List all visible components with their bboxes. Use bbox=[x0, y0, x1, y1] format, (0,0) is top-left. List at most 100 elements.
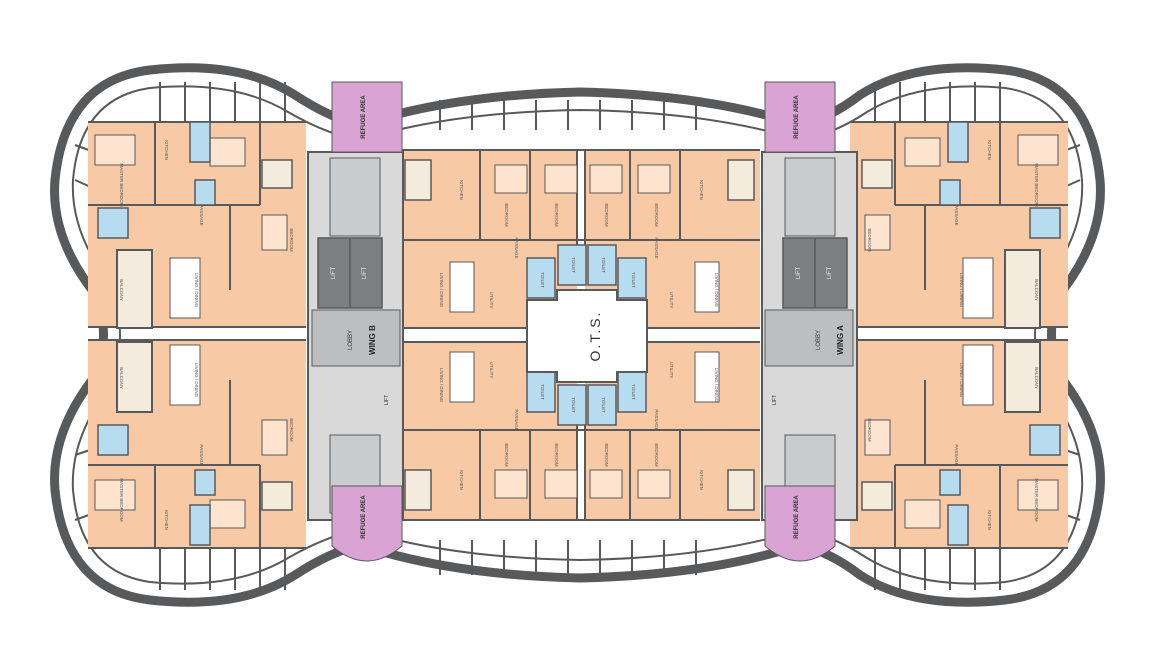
bed bbox=[94, 134, 136, 166]
refuge-area-a-top bbox=[764, 81, 836, 153]
lift-label: LIFT bbox=[384, 395, 390, 405]
lobby bbox=[311, 309, 401, 367]
deck-left-bottom bbox=[116, 341, 153, 413]
room-label: TOILET bbox=[540, 272, 545, 288]
wing-b-core: WING B LOBBY LIFT LIFT LIFT bbox=[307, 151, 404, 521]
refuge-areas: REFUGE AREA REFUGE AREA REFUGE AREA REFU… bbox=[331, 81, 836, 562]
lobby bbox=[764, 309, 854, 367]
refuge-area-b-bottom bbox=[331, 485, 403, 562]
deck-right-top bbox=[1004, 249, 1041, 329]
room-label: PASSAGE bbox=[514, 237, 519, 258]
bed bbox=[261, 419, 288, 456]
room-label: LIVING / DINING bbox=[714, 368, 719, 403]
room-label: MASTER BEDROOM bbox=[1034, 163, 1039, 207]
deck-side-1 bbox=[261, 159, 293, 189]
room-label: BEDROOM bbox=[604, 203, 609, 227]
room-label: BEDROOM bbox=[504, 443, 509, 467]
toilet bbox=[194, 469, 216, 496]
toilet bbox=[617, 257, 647, 299]
wing-label: WING B bbox=[368, 325, 377, 355]
toilet bbox=[189, 121, 211, 163]
bed bbox=[904, 137, 941, 167]
bed bbox=[494, 469, 528, 499]
bed bbox=[904, 499, 941, 529]
lift-label: LIFT bbox=[827, 267, 833, 280]
bed bbox=[94, 479, 136, 511]
toilet bbox=[587, 384, 617, 426]
toilet bbox=[557, 244, 587, 286]
room-label: PASSAGE bbox=[954, 204, 959, 225]
room-label: KITCHEN bbox=[459, 180, 464, 200]
room-label: LIVING / DINING bbox=[439, 273, 444, 308]
room-label: MASTER BEDROOM bbox=[119, 163, 124, 207]
bed bbox=[1017, 134, 1059, 166]
room-label: PASSAGE bbox=[199, 204, 204, 225]
room-label: BEDROOM bbox=[654, 203, 659, 227]
dining-table bbox=[449, 261, 475, 313]
room-label: BEDROOM bbox=[554, 203, 559, 227]
room-label: BEDROOM bbox=[504, 203, 509, 227]
room-label: KITCHEN bbox=[164, 510, 169, 530]
room-label: LIVING / DINING bbox=[439, 368, 444, 403]
room-label: UTILITY bbox=[669, 292, 674, 309]
dining-table bbox=[694, 261, 720, 313]
room-label: LIVING / DINING bbox=[959, 363, 964, 398]
deck-side-4 bbox=[861, 481, 893, 511]
room-label: PASSAGE bbox=[654, 237, 659, 258]
bed bbox=[494, 164, 528, 194]
room-label: LIVING / DINING bbox=[194, 363, 199, 398]
room-label: BALCONY bbox=[1034, 367, 1039, 389]
bed bbox=[864, 214, 891, 251]
deck-side-2 bbox=[861, 159, 893, 189]
refuge-label: REFUGE AREA bbox=[361, 495, 367, 539]
room-label: KITCHEN bbox=[459, 470, 464, 490]
ots-void: O.T.S. bbox=[526, 289, 648, 383]
toilet bbox=[939, 469, 961, 496]
bed bbox=[209, 499, 246, 529]
toilet bbox=[1029, 424, 1061, 456]
room-label: KITCHEN bbox=[699, 180, 704, 200]
room-label: BEDROOM bbox=[654, 443, 659, 467]
room-label: TOILET bbox=[631, 384, 636, 400]
bed bbox=[1017, 479, 1059, 511]
room-label: KITCHEN bbox=[164, 140, 169, 160]
bed bbox=[209, 137, 246, 167]
toilet bbox=[1029, 207, 1061, 239]
refuge-label: REFUGE AREA bbox=[794, 495, 800, 539]
dining-table bbox=[449, 351, 475, 403]
deck-center-3 bbox=[404, 469, 432, 511]
room-label: LIVING / DINING bbox=[959, 273, 964, 308]
room-label: BEDROOM bbox=[867, 418, 872, 442]
room-label: PASSAGE bbox=[654, 409, 659, 430]
dining-table bbox=[169, 257, 201, 319]
deck-center-1 bbox=[404, 159, 432, 201]
room-label: KITCHEN bbox=[987, 140, 992, 160]
room-label: KITCHEN bbox=[699, 470, 704, 490]
refuge-label: REFUGE AREA bbox=[794, 95, 800, 139]
ots-label: O.T.S. bbox=[587, 311, 603, 362]
room-label: PASSAGE bbox=[954, 444, 959, 465]
room-label: UTILITY bbox=[669, 362, 674, 379]
refuge-area-a-bottom bbox=[764, 485, 836, 562]
bed bbox=[589, 164, 623, 194]
room-label: LIVING / DINING bbox=[714, 273, 719, 308]
lobby-label: LOBBY bbox=[348, 330, 354, 350]
lobby-label: LOBBY bbox=[816, 330, 822, 350]
lift-label: LIFT bbox=[796, 267, 802, 280]
bed bbox=[864, 419, 891, 456]
room-label: LIVING / DINING bbox=[194, 273, 199, 308]
toilet bbox=[194, 179, 216, 206]
toilet bbox=[97, 424, 129, 456]
dining-table bbox=[962, 344, 994, 406]
dining-table bbox=[962, 257, 994, 319]
room-labels: LIVING / DINING LIVING / DINING LIVING / D… bbox=[119, 140, 1039, 530]
deck-center-2 bbox=[727, 159, 755, 201]
toilet bbox=[97, 207, 129, 239]
balcony-inner-line bbox=[71, 85, 1084, 585]
wing-a-core: WING A LOBBY LIFT LIFT LIFT bbox=[761, 151, 858, 521]
stair-flight bbox=[329, 157, 381, 237]
room-label: UTILITY bbox=[489, 292, 494, 309]
bed bbox=[589, 469, 623, 499]
bed bbox=[261, 214, 288, 251]
